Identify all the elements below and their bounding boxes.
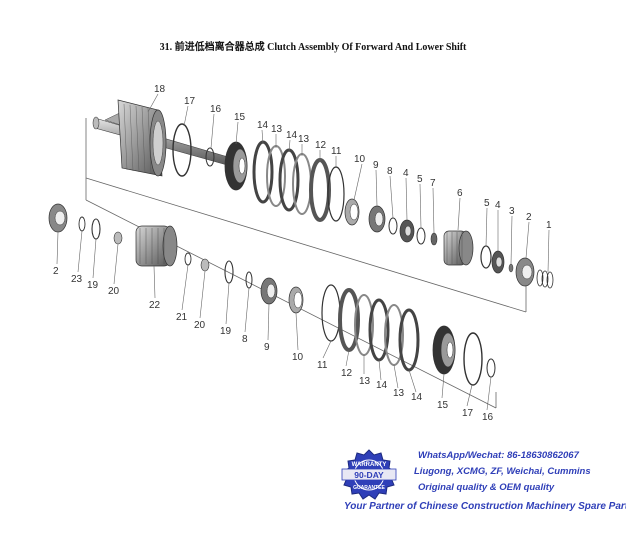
callout-lower-11: 11 [317, 360, 328, 371]
callout-lower-16: 16 [482, 412, 494, 423]
lower-parts [48, 203, 496, 386]
callout-13b: 13 [298, 134, 310, 145]
callout-6: 6 [457, 188, 463, 199]
callout-lower-9: 9 [264, 342, 270, 353]
callout-lower-22: 22 [149, 300, 161, 311]
callout-lower-15: 15 [437, 400, 449, 411]
badge-main-text: 90-DAY [354, 470, 384, 480]
callout-lower-23: 23 [71, 274, 83, 285]
shaft-assembly [92, 99, 246, 177]
callout-14: 14 [257, 120, 269, 131]
callout-4b: 4 [495, 200, 501, 211]
figure-index: 31. [159, 42, 173, 53]
callout-lower-12: 12 [341, 368, 353, 379]
upper-callouts: 18 17 16 15 14 13 14 13 12 11 10 9 8 4 5… [154, 84, 552, 231]
callout-4: 4 [403, 168, 409, 179]
contact-line: WhatsApp/Wechat: 86-18630862067 [418, 450, 579, 461]
callout-17: 17 [184, 96, 196, 107]
brands-line: Liugong, XCMG, ZF, Weichai, Cummins [414, 466, 591, 477]
title-chinese: 前进低档离合器总成 [174, 42, 265, 53]
slogan-line: Your Partner of Chinese Construction Mac… [344, 501, 626, 512]
callout-lower-19b: 19 [220, 326, 232, 337]
callout-lower-21: 21 [176, 312, 188, 323]
callout-14b: 14 [286, 130, 298, 141]
callout-lower-2: 2 [53, 266, 59, 277]
callout-lower-20: 20 [108, 286, 120, 297]
callout-18: 18 [154, 84, 166, 95]
callout-5: 5 [417, 174, 423, 185]
callout-lower-10: 10 [292, 352, 304, 363]
callout-lower-17: 17 [462, 408, 474, 419]
callout-lower-14b: 14 [411, 392, 423, 403]
callout-lower-13b: 13 [393, 388, 405, 399]
callout-7: 7 [430, 178, 436, 189]
callout-lower-14: 14 [376, 380, 388, 391]
quality-line: Original quality & OEM quality [418, 482, 555, 493]
callout-5b: 5 [484, 198, 490, 209]
callout-1: 1 [546, 220, 552, 231]
upper-parts [172, 123, 554, 289]
warranty-badge: WARRANTY 90-DAY GUARANTEE [341, 449, 397, 500]
callout-2: 2 [526, 212, 532, 223]
callout-10: 10 [354, 154, 366, 165]
callout-3: 3 [509, 206, 515, 217]
callout-15: 15 [234, 112, 246, 123]
callout-9: 9 [373, 160, 379, 171]
badge-bottom-text: GUARANTEE [353, 485, 385, 491]
callout-lower-13: 13 [359, 376, 371, 387]
callout-12: 12 [315, 140, 327, 151]
callout-lower-8: 8 [242, 334, 248, 345]
callout-8: 8 [387, 166, 393, 177]
callout-16: 16 [210, 104, 222, 115]
badge-top-text: WARRANTY [352, 462, 387, 468]
lower-callouts: 2 23 19 20 22 21 20 19 8 9 10 11 12 13 1… [53, 266, 494, 423]
callout-13: 13 [271, 124, 283, 135]
callout-lower-20b: 20 [194, 320, 206, 331]
callout-11: 11 [331, 146, 342, 157]
leader-lines [56, 93, 550, 411]
page-title: 31. 前进低档离合器总成 Clutch Assembly Of Forward… [0, 38, 626, 53]
callout-lower-19: 19 [87, 280, 99, 291]
title-english: Clutch Assembly Of Forward And Lower Shi… [267, 42, 467, 53]
